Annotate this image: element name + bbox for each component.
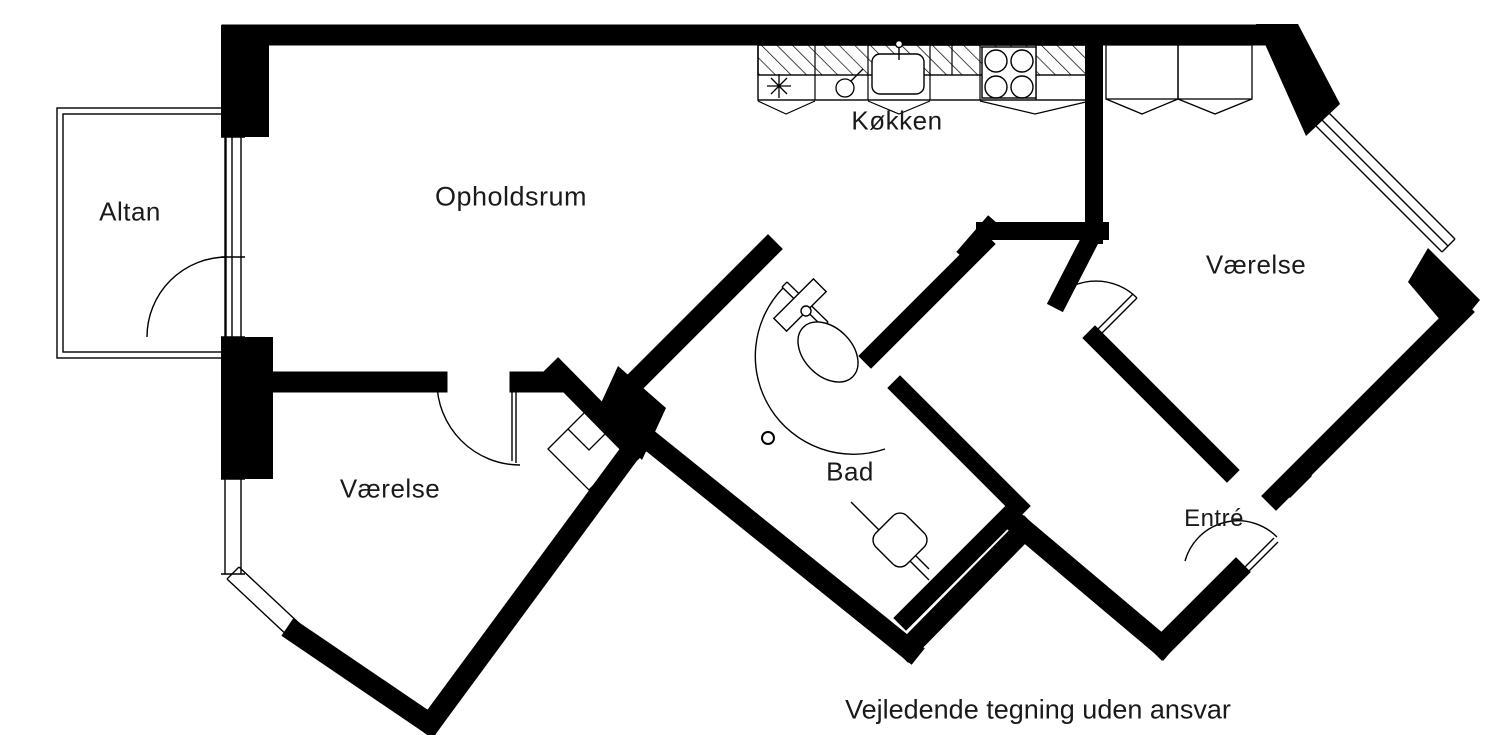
wardrobe-left <box>547 407 631 491</box>
windows <box>221 108 1456 639</box>
interior-walls <box>858 36 1240 631</box>
room-label-bedroom-right: Værelse <box>1205 249 1307 280</box>
wardrobe-right-2 <box>1177 44 1253 115</box>
vent-symbol <box>835 68 864 98</box>
exterior-walls <box>221 24 1475 735</box>
bath-sink <box>850 501 930 581</box>
toilet <box>772 277 859 383</box>
room-label-bedroom-left: Værelse <box>339 473 441 504</box>
disclaimer-text: Vejledende tegning uden ansvar <box>845 694 1231 725</box>
room-label-entry: Entré <box>1184 505 1244 532</box>
room-label-balcony: Altan <box>99 196 161 227</box>
bedroom-left-door <box>436 381 521 466</box>
room-label-bathroom: Bad <box>826 456 874 487</box>
wall-fittings <box>736 405 775 445</box>
fridge-symbol <box>767 74 791 98</box>
room-label-kitchen: Køkken <box>851 105 943 136</box>
balcony-door <box>146 256 228 338</box>
wardrobe-right-1 <box>1105 44 1179 115</box>
bedroom-right-door <box>1054 280 1138 340</box>
entrance-door <box>1184 520 1279 581</box>
room-label-living-room: Opholdsrum <box>434 181 588 212</box>
kitchen-sink <box>871 39 925 95</box>
kitchen-stove <box>981 46 1037 99</box>
wall-blocks <box>221 24 1480 498</box>
balcony-outline <box>56 107 233 359</box>
